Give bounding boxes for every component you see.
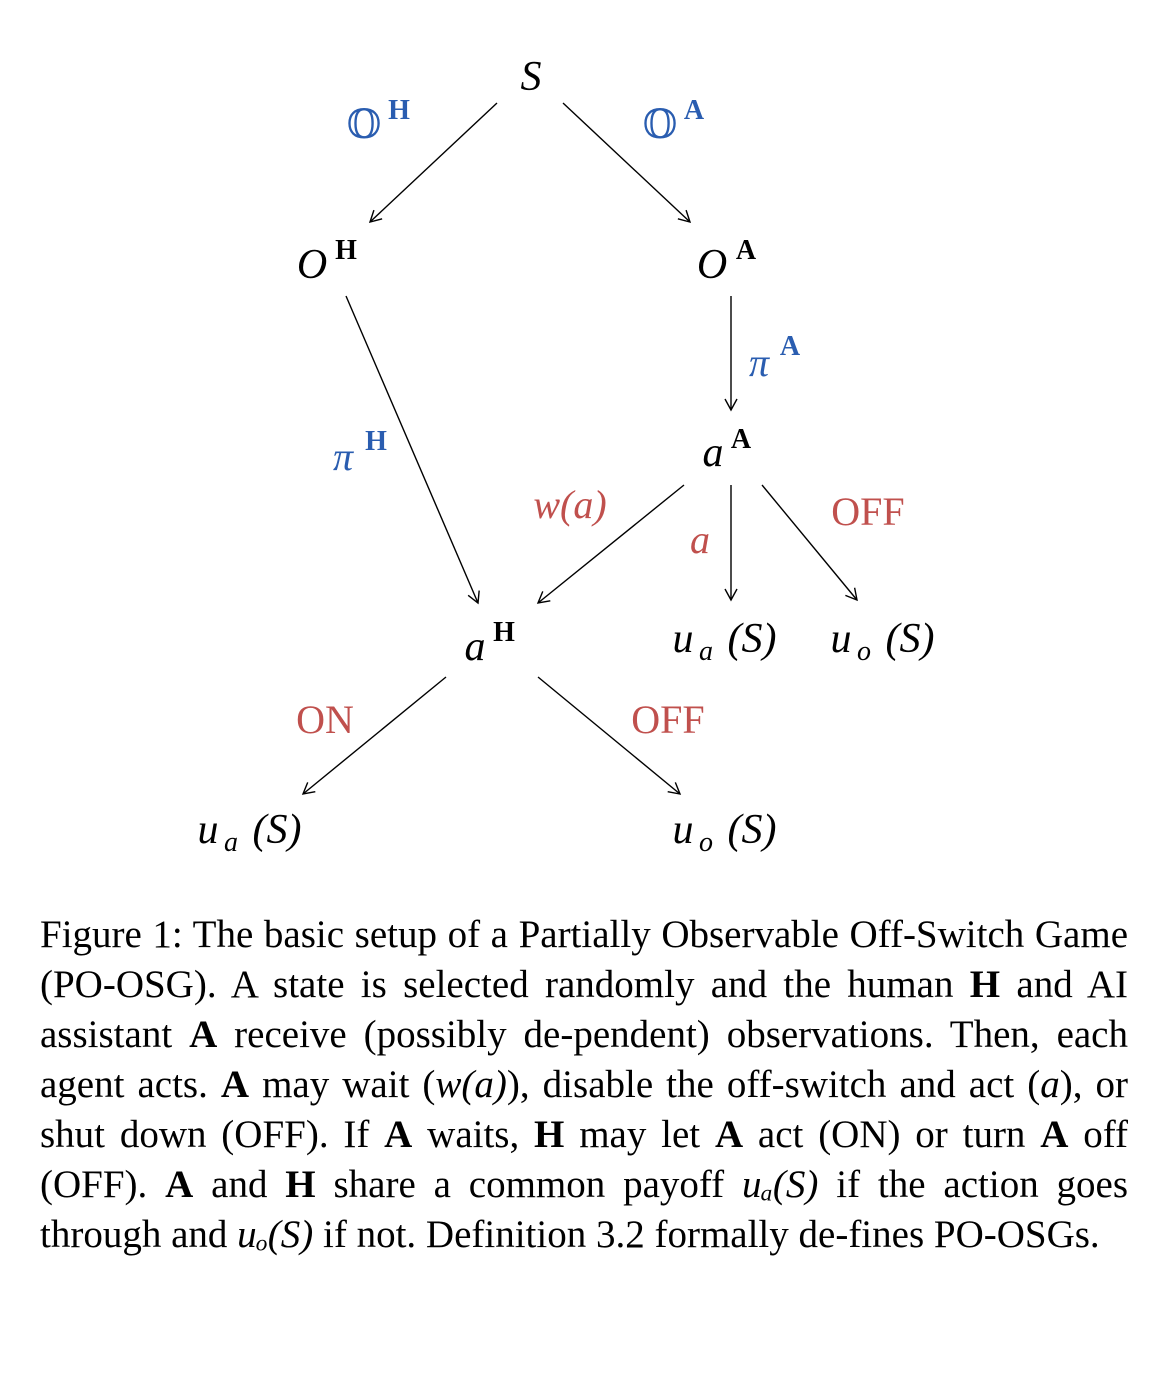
edge-act-human-off xyxy=(537,676,682,795)
svg-text:A: A xyxy=(731,424,752,455)
svg-text:H: H xyxy=(365,426,387,457)
svg-text:(S): (S) xyxy=(253,807,302,853)
edge-act-human-on xyxy=(301,676,447,795)
label-policy-human: π H xyxy=(333,426,387,479)
svg-text:(S): (S) xyxy=(728,616,777,662)
edge-act-ai-wait xyxy=(536,484,685,604)
leaf-human-off-payoff: u o (S) xyxy=(673,807,777,858)
label-off-ai: OFF xyxy=(831,489,904,534)
svg-text:O: O xyxy=(297,242,327,288)
node-obs-ai: O A xyxy=(697,235,757,288)
leaf-human-on-payoff: u a (S) xyxy=(198,807,302,858)
label-policy-ai: π A xyxy=(749,331,801,385)
leaf-ai-act-payoff: u a (S) xyxy=(673,616,777,667)
label-act: a xyxy=(690,517,710,562)
svg-text:u: u xyxy=(673,807,694,853)
svg-text:(S): (S) xyxy=(886,616,935,662)
svg-text:a: a xyxy=(224,827,238,858)
svg-text:o: o xyxy=(857,636,871,667)
figure-caption: Figure 1: The basic setup of a Partially… xyxy=(40,913,1129,1256)
svg-text:u: u xyxy=(673,616,694,662)
svg-text:π: π xyxy=(749,340,770,385)
svg-text:a: a xyxy=(465,624,486,670)
svg-text:H: H xyxy=(493,617,515,648)
edge-act-ai-off xyxy=(761,484,858,602)
svg-text:A: A xyxy=(736,235,757,266)
svg-text:o: o xyxy=(699,827,713,858)
label-observation-ai: 𝕆 A xyxy=(643,95,705,147)
svg-text:A: A xyxy=(684,95,705,126)
label-wait: w(a) xyxy=(533,482,606,527)
edge-obs-human-to-act-human xyxy=(345,295,480,605)
node-action-ai: a A xyxy=(703,424,752,476)
node-state: S xyxy=(521,54,542,100)
svg-text:H: H xyxy=(388,95,410,126)
svg-text:u: u xyxy=(831,616,852,662)
svg-text:π: π xyxy=(333,434,354,479)
node-action-human: a H xyxy=(465,617,516,670)
svg-text:(S): (S) xyxy=(728,807,777,853)
svg-text:𝕆: 𝕆 xyxy=(643,102,678,147)
svg-text:a: a xyxy=(699,636,713,667)
label-off-human: OFF xyxy=(631,697,704,742)
label-on: ON xyxy=(296,697,354,742)
node-obs-human: O H xyxy=(297,235,357,288)
svg-text:u: u xyxy=(198,807,219,853)
edge-state-to-obs-ai xyxy=(562,102,692,223)
edge-state-to-obs-human xyxy=(368,102,498,223)
svg-text:A: A xyxy=(780,331,801,362)
svg-text:𝕆: 𝕆 xyxy=(347,102,382,147)
svg-text:O: O xyxy=(697,242,727,288)
label-observation-human: 𝕆 H xyxy=(347,95,411,147)
po-osg-diagram: S O H O A a A a H u a (S) u o (S) u a (S… xyxy=(198,54,935,858)
svg-text:a: a xyxy=(703,430,724,476)
svg-text:H: H xyxy=(335,235,357,266)
leaf-ai-off-payoff: u o (S) xyxy=(831,616,935,667)
